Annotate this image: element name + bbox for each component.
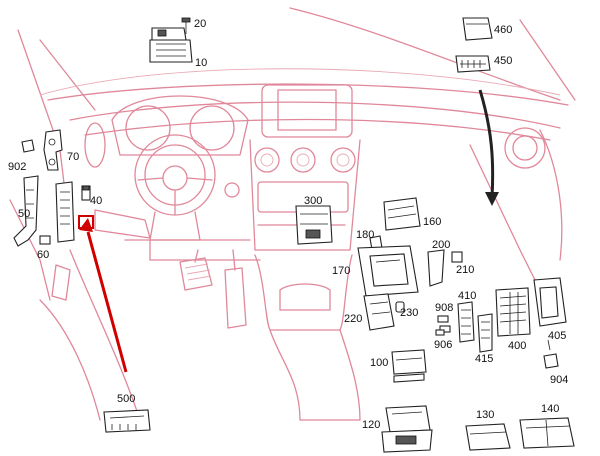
component-200 — [427, 249, 445, 287]
label-400: 400 — [508, 340, 526, 352]
components — [13, 17, 575, 453]
label-902: 902 — [8, 161, 26, 173]
highlight — [78, 215, 128, 373]
component-405 — [533, 277, 567, 327]
label-460: 460 — [494, 24, 512, 36]
component-140 — [519, 417, 575, 449]
label-180: 180 — [356, 229, 374, 241]
component-300 — [295, 205, 333, 245]
component-120 — [381, 405, 433, 453]
label-415: 415 — [475, 353, 493, 365]
label-170: 170 — [332, 265, 350, 277]
component-908 — [437, 315, 449, 323]
label-140: 140 — [541, 403, 559, 415]
label-20: 20 — [194, 18, 206, 30]
direction-arrow-head — [485, 192, 499, 206]
direction-arrow — [478, 89, 495, 199]
component-40 — [81, 185, 91, 201]
component-500 — [103, 409, 151, 433]
component-100 — [391, 349, 427, 383]
component-160 — [383, 197, 421, 231]
component-70 — [43, 129, 63, 171]
component-220 — [363, 293, 395, 331]
label-130: 130 — [476, 409, 494, 421]
label-300: 300 — [304, 195, 322, 207]
component-902 — [21, 139, 35, 153]
component-906 — [435, 325, 451, 336]
label-410: 410 — [458, 290, 476, 302]
cabin-outline — [9, 7, 576, 421]
component-410 — [457, 301, 475, 343]
label-50: 50 — [18, 208, 30, 220]
component-170 — [357, 245, 419, 297]
component-210 — [451, 251, 463, 263]
component-230 — [395, 301, 405, 313]
label-120: 120 — [362, 419, 380, 431]
label-220: 220 — [344, 313, 362, 325]
component-904 — [543, 339, 559, 369]
highlight-arrow-head — [79, 218, 93, 232]
label-40: 40 — [90, 195, 102, 207]
label-908: 908 — [435, 302, 453, 314]
label-500: 500 — [117, 393, 135, 405]
label-160: 160 — [423, 216, 441, 228]
label-210: 210 — [456, 264, 474, 276]
label-200: 200 — [432, 239, 450, 251]
label-405: 405 — [548, 330, 566, 342]
label-906: 906 — [434, 339, 452, 351]
component-60 — [39, 235, 51, 245]
label-70: 70 — [67, 151, 79, 163]
component-450 — [455, 55, 491, 73]
callout-labels: 20 10 460 450 902 70 50 40 60 300 160 18… — [8, 18, 568, 431]
component-10 — [149, 27, 193, 63]
label-60: 60 — [37, 249, 49, 261]
component-460 — [462, 17, 493, 41]
label-10: 10 — [195, 57, 207, 69]
label-450: 450 — [494, 55, 512, 67]
highlight-arrow — [86, 231, 128, 373]
component-400 — [495, 287, 531, 337]
component-20 — [181, 17, 191, 34]
label-904: 904 — [550, 374, 568, 386]
component-fuse-block-left — [55, 181, 75, 243]
component-130 — [465, 423, 511, 451]
label-230: 230 — [400, 307, 418, 319]
component-415 — [477, 313, 493, 353]
component-50 — [13, 175, 39, 247]
label-100: 100 — [370, 357, 388, 369]
